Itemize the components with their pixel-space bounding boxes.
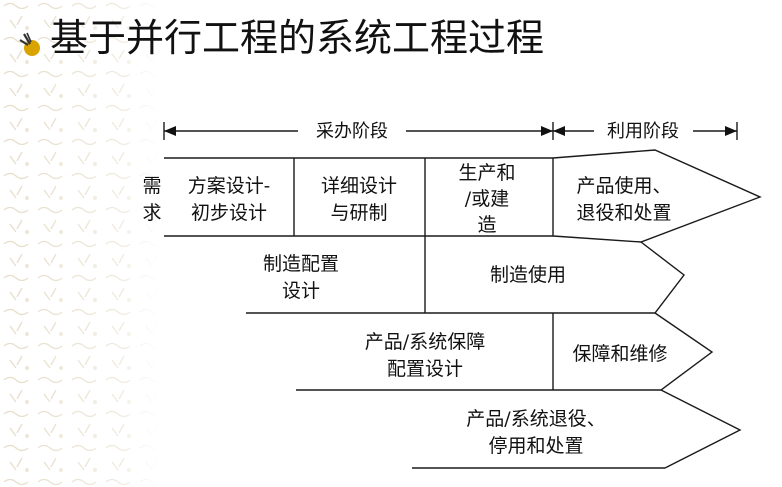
retire-label: 产品/系统退役、	[466, 408, 605, 430]
production-label: 生产和	[458, 162, 515, 184]
chevron-row-1	[552, 149, 762, 243]
product-use-label: 产品使用、	[576, 175, 671, 197]
bullet-flower-icon	[19, 32, 40, 56]
support-config-label-2: 配置设计	[387, 358, 463, 380]
chevron-row-3	[553, 312, 714, 391]
detail-design-label: 详细设计	[321, 175, 397, 197]
production-label-3: 造	[477, 214, 496, 236]
phase-utilization-label: 利用阶段	[607, 121, 679, 142]
mfg-use-label: 制造使用	[490, 264, 566, 286]
page-title: 基于并行工程的系统工程过程	[50, 16, 545, 60]
arrow-right-icon	[725, 126, 737, 136]
mfg-config-label: 制造配置	[263, 253, 339, 275]
arrow-left-icon	[164, 126, 176, 136]
concept-design-label: 方案设计-	[188, 175, 270, 197]
chevron-row-2	[553, 241, 685, 314]
row-1	[164, 149, 762, 243]
chevron-row-4	[660, 389, 742, 469]
requirement-label-2: 求	[142, 202, 161, 224]
support-maintenance-label: 保障和维修	[572, 343, 667, 365]
phase-acquisition-label: 采办阶段	[316, 121, 388, 142]
production-label-2: /或建	[465, 188, 509, 210]
phase-axis: 采办阶段 利用阶段	[163, 121, 738, 142]
row-4	[412, 389, 742, 469]
mfg-config-label-2: 设计	[282, 280, 320, 302]
arrow-right-icon	[541, 126, 553, 136]
product-use-label-2: 退役和处置	[576, 202, 671, 224]
arrow-left-icon	[553, 126, 565, 136]
row-3	[296, 312, 714, 391]
background-pattern	[0, 0, 160, 487]
retire-label-2: 停用和处置	[488, 435, 583, 457]
requirement-label-1: 需	[142, 175, 161, 197]
support-config-label: 产品/系统保障	[365, 331, 485, 353]
concept-design-label-2: 初步设计	[191, 202, 267, 224]
row-2	[246, 236, 685, 314]
detail-design-label-2: 与研制	[330, 202, 387, 224]
